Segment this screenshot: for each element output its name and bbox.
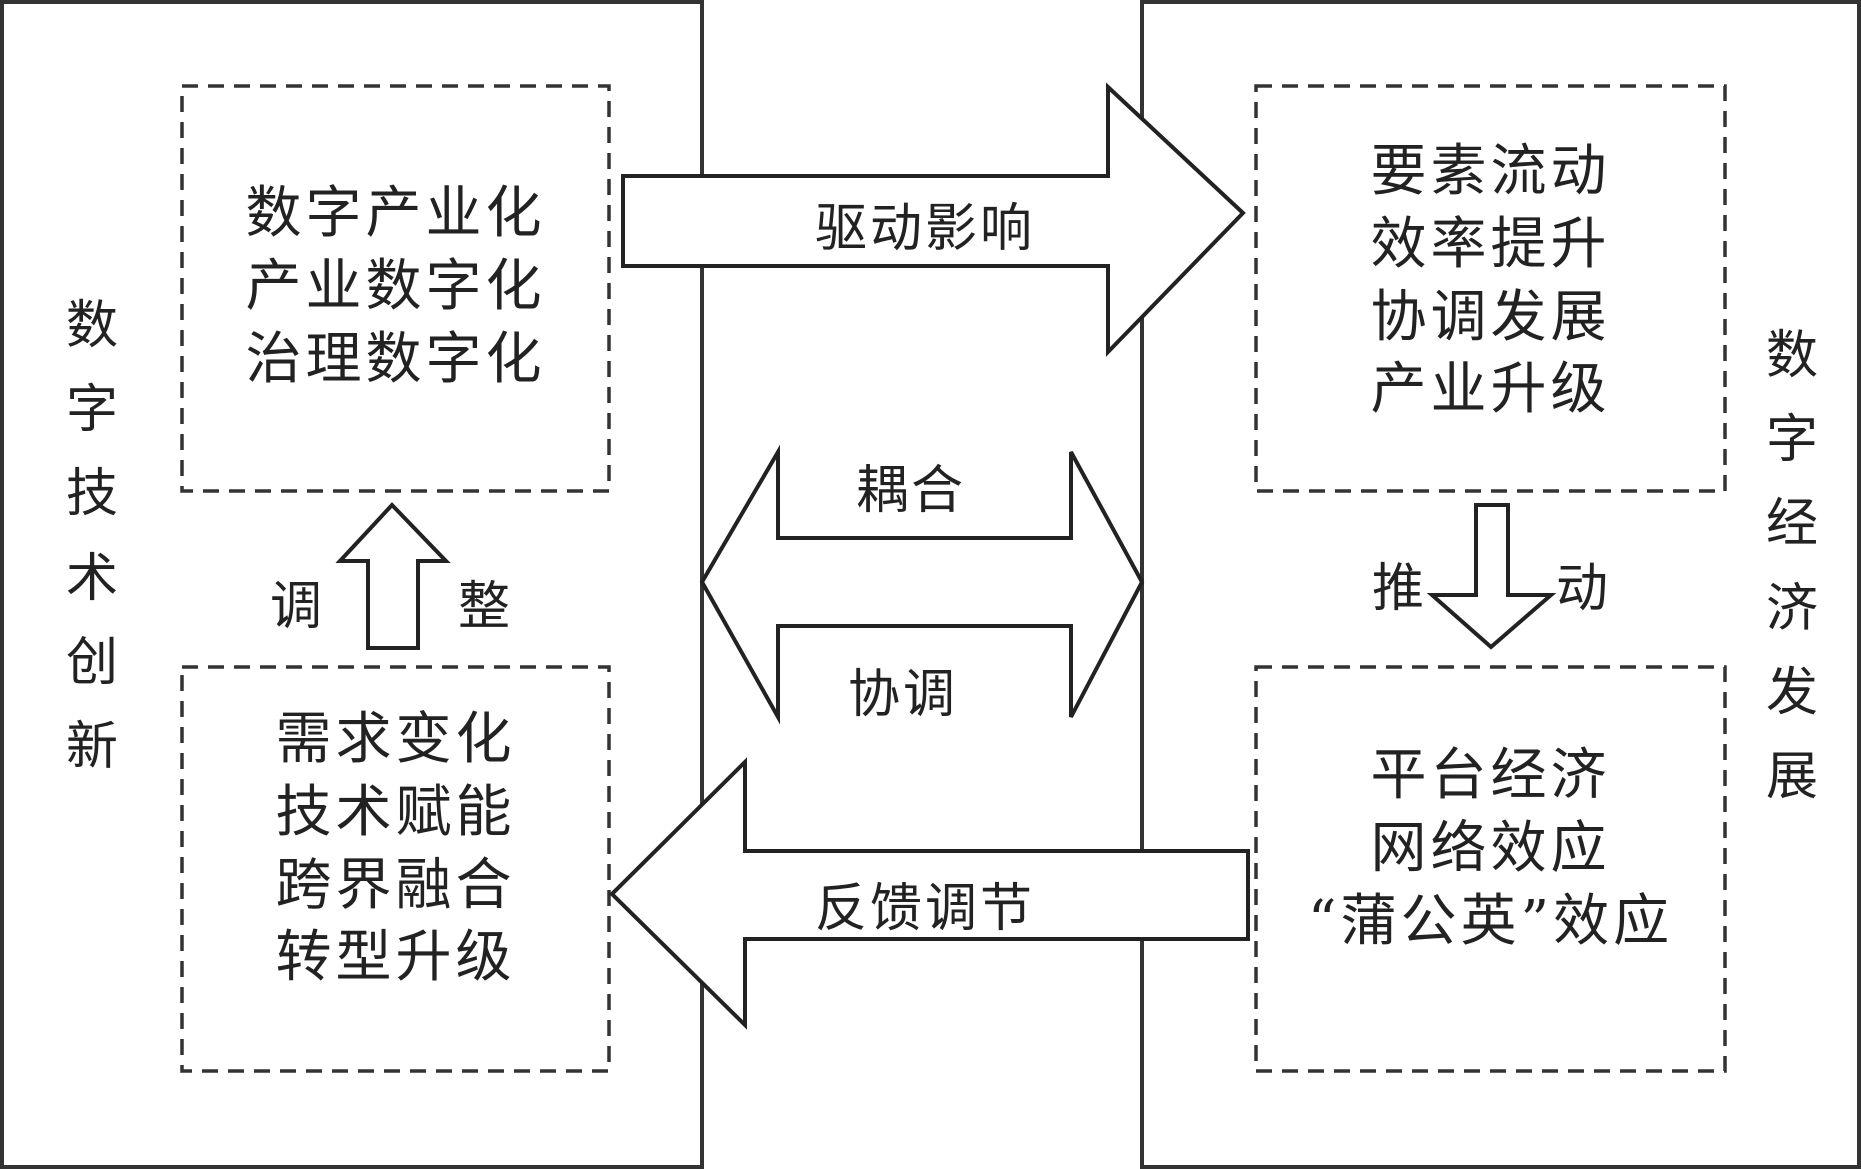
coordination-label: 协调 — [848, 665, 959, 725]
right-top-line-4: 产业升级 — [1370, 357, 1611, 423]
left-bottom-line-4: 转型升级 — [275, 925, 516, 991]
right-top-box-text: 要素流动 效率提升 协调发展 产业升级 — [1256, 136, 1725, 427]
left-top-line-1: 数字产业化 — [245, 181, 546, 246]
adjust-up-arrow — [335, 502, 451, 650]
left-bottom-line-3: 跨界融合 — [275, 852, 516, 918]
left-bottom-box-text: 需求变化 技术赋能 跨界融合 转型升级 — [182, 704, 609, 995]
left-bottom-line-1: 需求变化 — [275, 707, 516, 772]
drive-arrow — [621, 82, 1246, 357]
push-label-left: 推 — [1372, 559, 1428, 619]
right-bottom-line-3: “蒲公英”效应 — [1307, 888, 1674, 954]
left-panel-title: 数字技术创新 — [65, 296, 118, 778]
right-top-dashed-box — [1254, 84, 1727, 493]
left-top-dashed-box — [180, 84, 611, 493]
right-bottom-box-text: 平台经济 网络效应 “蒲公英”效应 — [1256, 740, 1725, 958]
right-bottom-dashed-box — [1254, 665, 1727, 1073]
feedback-arrow — [609, 757, 1250, 1030]
feedback-arrow-label: 反馈调节 — [815, 879, 1036, 939]
left-bottom-line-2: 技术赋能 — [275, 779, 516, 845]
right-bottom-line-2: 网络效应 — [1370, 815, 1611, 881]
right-panel-title: 数字经济发展 — [1765, 326, 1818, 808]
push-label-right: 动 — [1556, 559, 1612, 619]
left-top-box-text: 数字产业化 产业数字化 治理数字化 — [182, 178, 609, 396]
right-bottom-line-1: 平台经济 — [1370, 743, 1611, 808]
coupling-double-arrow — [699, 444, 1145, 725]
right-top-line-1: 要素流动 — [1370, 139, 1611, 204]
adjust-label-right: 整 — [458, 577, 514, 637]
right-top-line-2: 效率提升 — [1370, 211, 1611, 277]
adjust-label-left: 调 — [270, 577, 326, 637]
right-top-line-3: 协调发展 — [1370, 284, 1611, 350]
push-down-arrow — [1426, 503, 1557, 650]
left-bottom-dashed-box — [180, 665, 611, 1073]
drive-arrow-label: 驱动影响 — [815, 199, 1036, 259]
coupling-label: 耦合 — [856, 461, 967, 521]
left-top-line-3: 治理数字化 — [245, 326, 546, 392]
left-top-line-2: 产业数字化 — [245, 253, 546, 319]
